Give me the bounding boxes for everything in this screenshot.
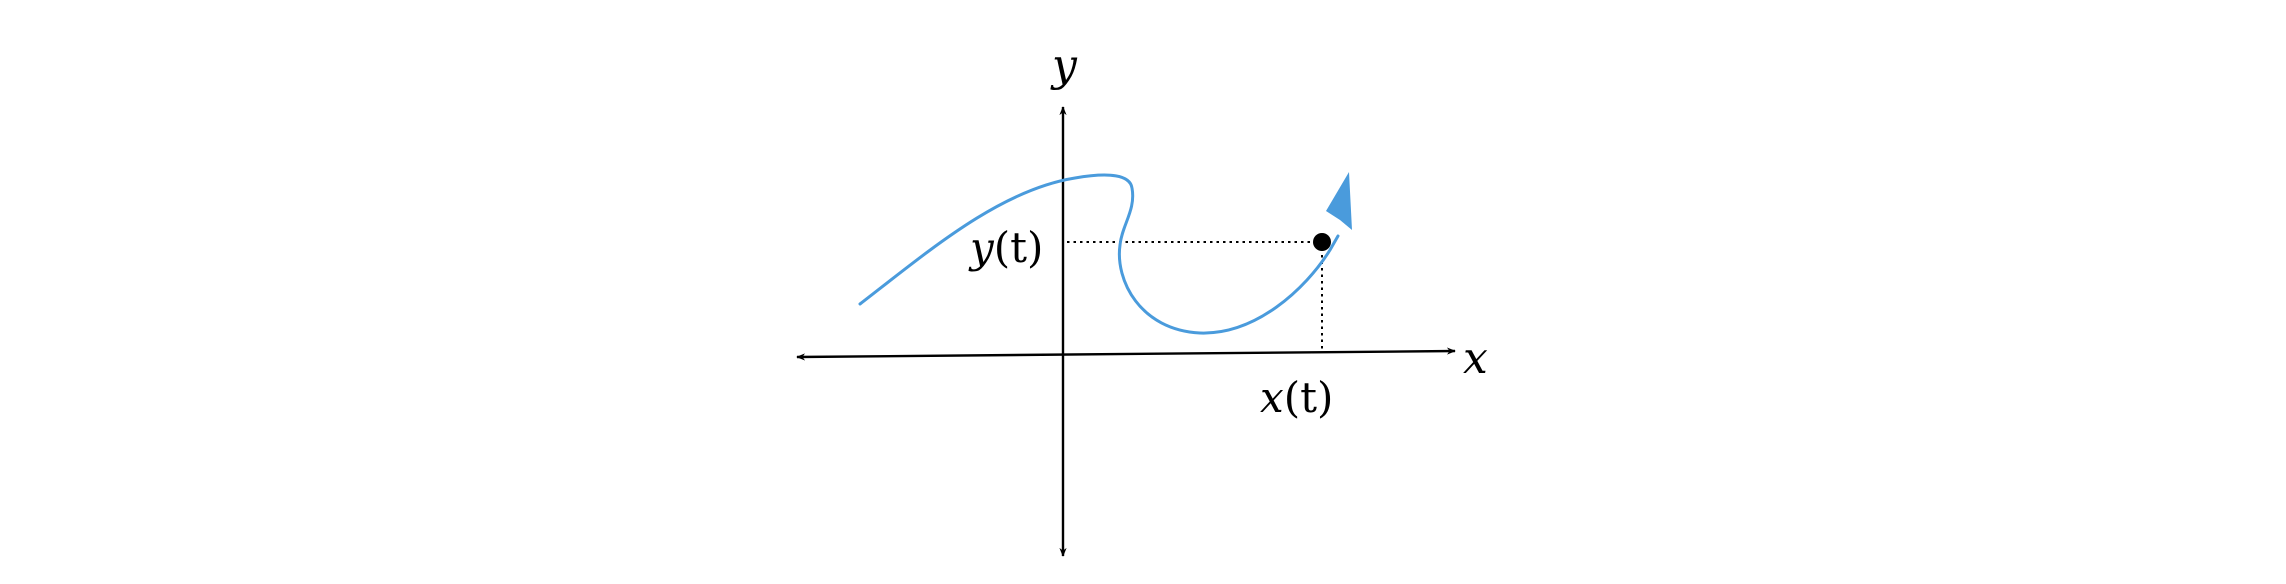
curve-point — [1313, 233, 1331, 251]
y-axis-label: y — [1050, 40, 1078, 91]
x-axis-label: x — [1463, 333, 1488, 384]
parametric-curve — [858, 173, 1340, 335]
y-of-t-label: y(t) — [968, 223, 1043, 272]
x-of-t-label: x(t) — [1260, 373, 1333, 422]
x-axis — [796, 347, 1456, 361]
x-of-t-var: x — [1260, 373, 1284, 422]
x-of-t-arg: (t) — [1284, 373, 1334, 422]
arrowhead-icon — [1326, 172, 1352, 230]
y-of-t-arg: (t) — [994, 223, 1044, 272]
y-of-t-var: y — [968, 223, 995, 272]
